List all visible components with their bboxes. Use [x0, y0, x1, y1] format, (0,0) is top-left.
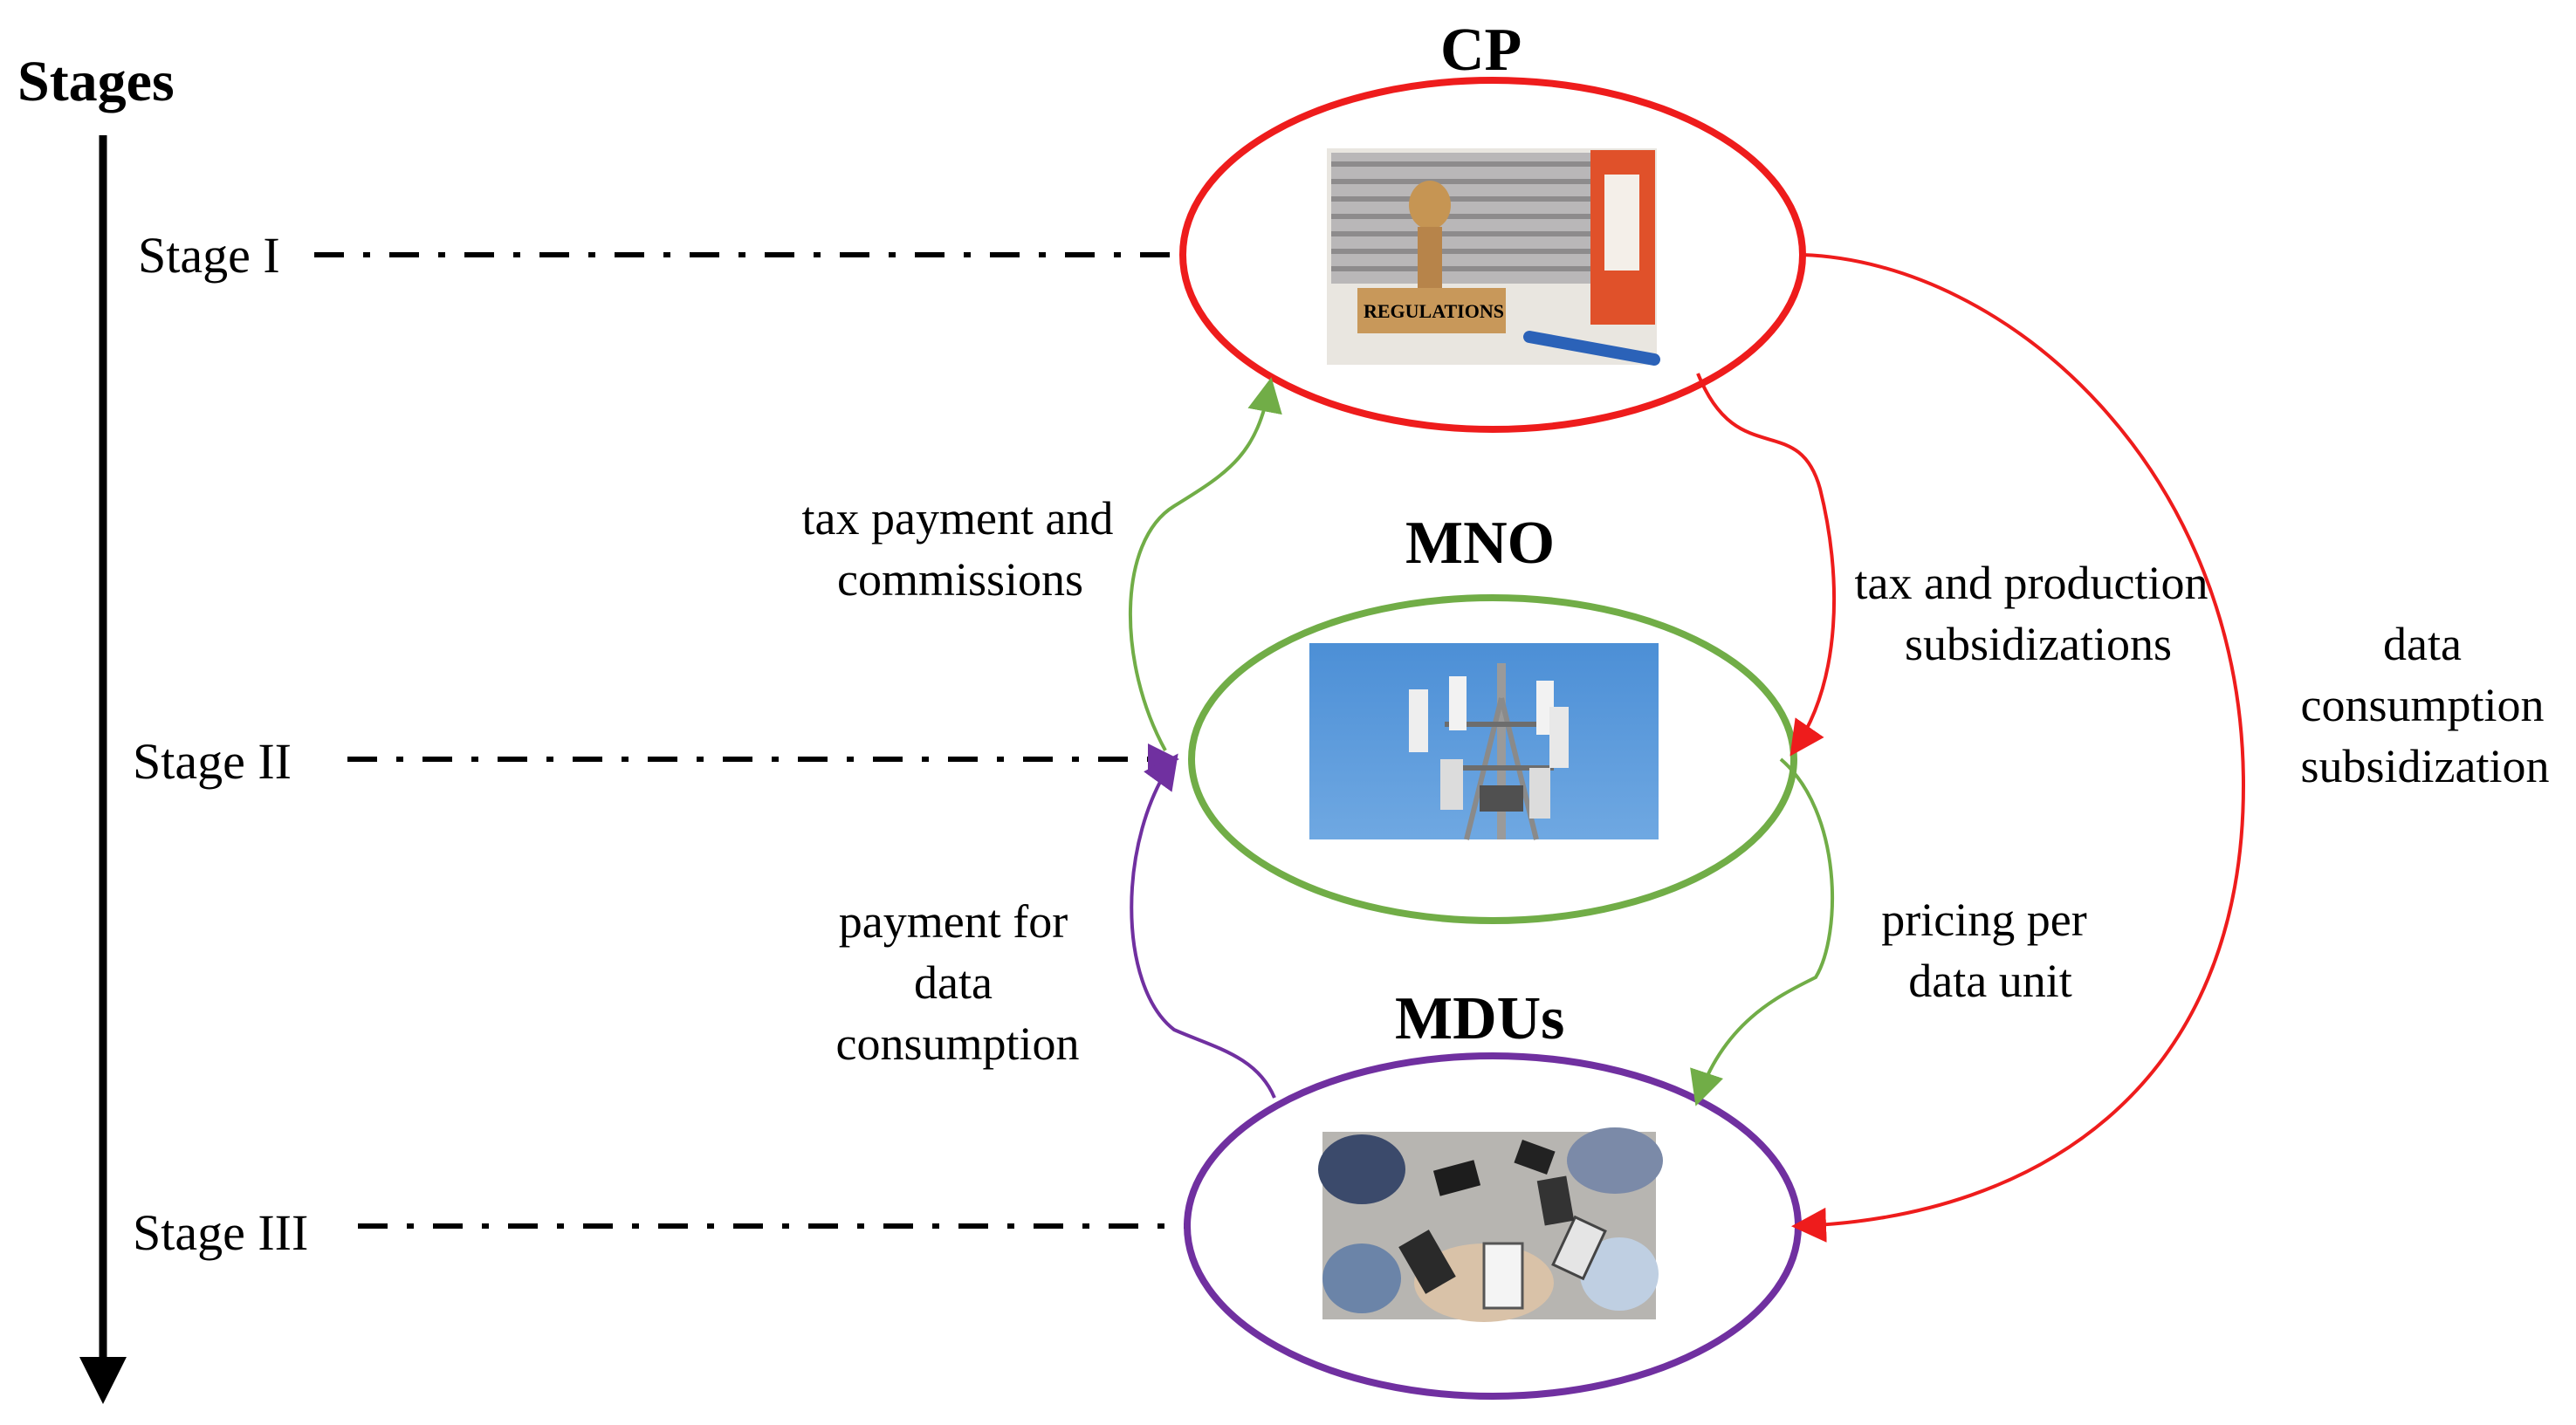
smartphone-users-photo: [1318, 1127, 1663, 1322]
edge-label-line: consumption: [2301, 679, 2545, 731]
edge-label-payment: payment for data consumption: [836, 895, 1080, 1070]
stage-label-1: Stage I: [138, 227, 280, 284]
edge-pricing: [1690, 757, 1835, 1106]
regulations-stamp-label: REGULATIONS: [1364, 300, 1504, 322]
edge-label-pricing: pricing per data unit: [1881, 894, 2086, 1007]
cell-tower-photo: [1309, 643, 1659, 840]
stages-axis-title: Stages: [17, 50, 175, 113]
edge-label-line: payment for: [839, 895, 1068, 948]
edge-tax-payment: [1128, 377, 1282, 751]
edge-label-line: data unit: [1908, 955, 2071, 1007]
stage-label-3: Stage III: [133, 1204, 308, 1261]
node-cp-title: CP: [1440, 17, 1522, 84]
edge-label-line: consumption: [836, 1017, 1080, 1070]
edge-label-line: tax payment and: [802, 492, 1114, 545]
edge-label-tax-payment: tax payment and commissions: [802, 492, 1114, 606]
node-mno-title: MNO: [1405, 510, 1555, 577]
edge-label-line: data: [914, 956, 993, 1009]
regulations-photo: REGULATIONS: [1327, 148, 1660, 366]
edge-label-line: commissions: [837, 553, 1083, 606]
edge-tax-production: [1696, 373, 1837, 757]
edge-label-line: data: [2383, 618, 2462, 670]
node-mdus: MDUs: [1184, 985, 1802, 1400]
edge-data-subsidization: [1791, 253, 2246, 1243]
node-mdus-title: MDUs: [1395, 985, 1564, 1052]
edge-payment: [1130, 753, 1276, 1099]
node-mno-ellipse: [1188, 594, 1797, 924]
edge-label-line: pricing per: [1881, 894, 2086, 946]
edge-label-line: subsidizations: [1905, 618, 2172, 670]
edge-label-tax-production: tax and production subsidizations: [1855, 557, 2208, 670]
node-mno: MNO: [1188, 510, 1797, 924]
node-cp: CP REGULATIONS: [1179, 17, 1806, 433]
edge-label-data-subsidization: data consumption subsidization: [2301, 618, 2550, 792]
stage-label-2: Stage II: [133, 733, 292, 790]
edge-label-line: subsidization: [2301, 740, 2550, 792]
edge-label-line: tax and production: [1855, 557, 2208, 609]
